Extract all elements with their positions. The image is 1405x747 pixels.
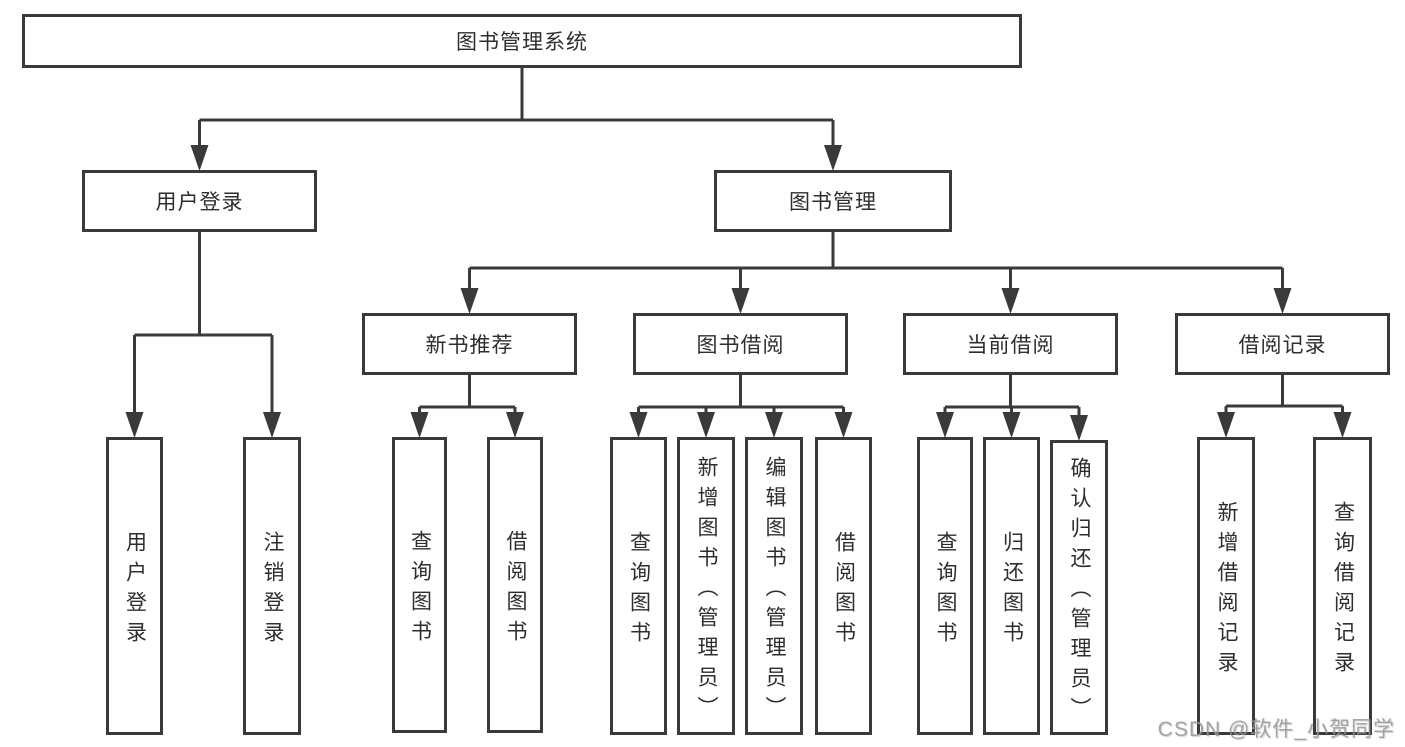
node-label: 查询图书 xyxy=(408,529,432,650)
node-label: 查询借阅记录 xyxy=(1331,500,1355,681)
arrowhead-icon xyxy=(190,145,209,171)
node-book-mgmt: 图书管理 xyxy=(714,170,952,232)
node-new-book-rec: 新书推荐 xyxy=(362,313,577,375)
node-v-edit-book: 编辑图书（管理员） xyxy=(745,437,803,735)
node-label: 图书管理 xyxy=(789,191,877,214)
node-user-login: 用户登录 xyxy=(82,170,317,232)
connector-path xyxy=(1224,375,1344,433)
node-label: 查询图书 xyxy=(627,530,651,651)
arrowhead-icon xyxy=(1002,412,1021,438)
connector-path xyxy=(637,375,845,433)
node-label: 图书借阅 xyxy=(696,334,785,357)
csdn-watermark: CSDN @软件_小贺同学 xyxy=(1157,718,1395,741)
connector-path xyxy=(468,232,1284,309)
node-label: 用户登录 xyxy=(155,191,244,214)
arrowhead-icon xyxy=(765,412,783,438)
node-v-user-login: 用户登录 xyxy=(106,437,163,735)
arrowhead-icon xyxy=(731,288,750,314)
node-label: 用户登录 xyxy=(123,530,147,651)
arrowhead-icon xyxy=(410,412,429,438)
node-label: 确认归还（管理员） xyxy=(1068,457,1091,727)
arrowhead-icon xyxy=(125,412,144,438)
node-label: 编辑图书（管理员） xyxy=(763,455,786,726)
arrowhead-icon xyxy=(263,412,281,438)
arrowhead-icon xyxy=(506,412,524,438)
connector-path xyxy=(418,375,517,433)
node-label: 借阅图书 xyxy=(832,530,856,651)
node-v-query-book-2: 查询图书 xyxy=(610,437,667,735)
node-v-query-book-3: 查询图书 xyxy=(917,437,973,735)
node-v-logout: 注销登录 xyxy=(243,437,301,735)
node-label: 归还图书 xyxy=(1000,530,1024,651)
arrowhead-icon xyxy=(1333,412,1352,438)
node-v-borrow-book-1: 借阅图书 xyxy=(487,437,543,733)
node-v-query-borrow-record: 查询借阅记录 xyxy=(1313,437,1372,735)
arrowhead-icon xyxy=(460,288,479,314)
node-v-add-borrow-record: 新增借阅记录 xyxy=(1197,437,1255,735)
node-label: 新书推荐 xyxy=(425,334,514,357)
arrowhead-icon xyxy=(1273,288,1292,314)
node-borrow-records: 借阅记录 xyxy=(1175,313,1390,375)
arrowhead-icon xyxy=(1217,412,1235,438)
node-label: 查询图书 xyxy=(934,530,957,651)
node-label: 新增借阅记录 xyxy=(1215,500,1238,681)
connector-path xyxy=(133,232,274,433)
arrowhead-icon xyxy=(834,412,853,438)
node-label: 图书管理系统 xyxy=(456,31,588,54)
arrowhead-icon xyxy=(629,412,648,438)
node-v-borrow-book-2: 借阅图书 xyxy=(815,437,872,735)
node-label: 借阅记录 xyxy=(1238,334,1327,357)
arrowhead-icon xyxy=(1001,288,1020,314)
arrowhead-icon xyxy=(1070,415,1088,441)
node-label: 注销登录 xyxy=(261,530,284,651)
node-label: 新增图书（管理员） xyxy=(695,455,718,726)
node-v-confirm-return: 确认归还（管理员） xyxy=(1050,440,1108,735)
connector-path xyxy=(198,68,835,166)
node-root: 图书管理系统 xyxy=(22,14,1022,68)
node-v-add-book: 新增图书（管理员） xyxy=(677,437,735,735)
node-current-borrow: 当前借阅 xyxy=(903,313,1118,375)
arrowhead-icon xyxy=(697,412,715,438)
node-label: 当前借阅 xyxy=(966,334,1055,357)
arrowhead-icon xyxy=(936,412,954,438)
node-v-query-book-1: 查询图书 xyxy=(392,437,447,733)
node-v-return-book: 归还图书 xyxy=(983,437,1040,735)
node-label: 借阅图书 xyxy=(504,529,527,650)
node-book-borrow: 图书借阅 xyxy=(633,313,848,375)
arrowhead-icon xyxy=(824,145,842,171)
